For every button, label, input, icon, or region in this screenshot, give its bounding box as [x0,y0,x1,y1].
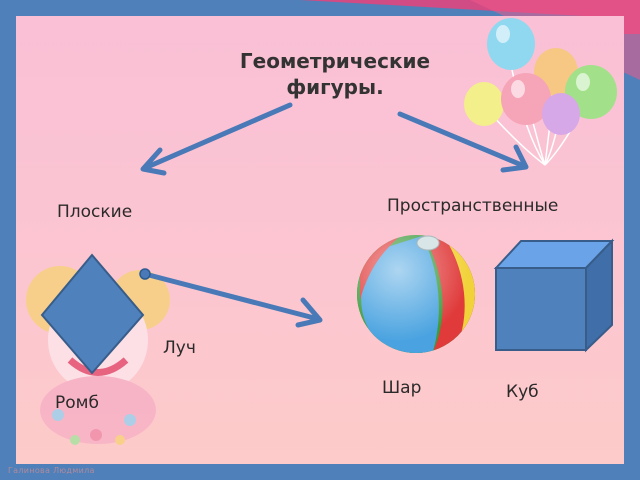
solid-label: Пространственные [387,196,559,216]
watermark: Галинова Людмила [8,466,95,475]
cube-label: Куб [506,382,539,402]
flat-label: Плоские [57,202,133,222]
title-line-1: Геометрические [239,49,431,73]
rhombus-label: Ромб [55,393,99,413]
ray-label: Луч [163,338,196,358]
title-line-2: фигуры. [286,75,384,99]
beach-ball-icon [357,235,475,353]
page-title: Геометрические фигуры. [200,48,470,100]
sphere-label: Шар [382,378,422,398]
rhombus-figure [40,253,145,375]
arrow-to-solid [397,111,529,173]
balloon-bunch-icon [464,18,617,166]
cube-figure [493,238,615,353]
ray-figure [139,268,323,328]
arrow-to-flat [140,102,293,176]
